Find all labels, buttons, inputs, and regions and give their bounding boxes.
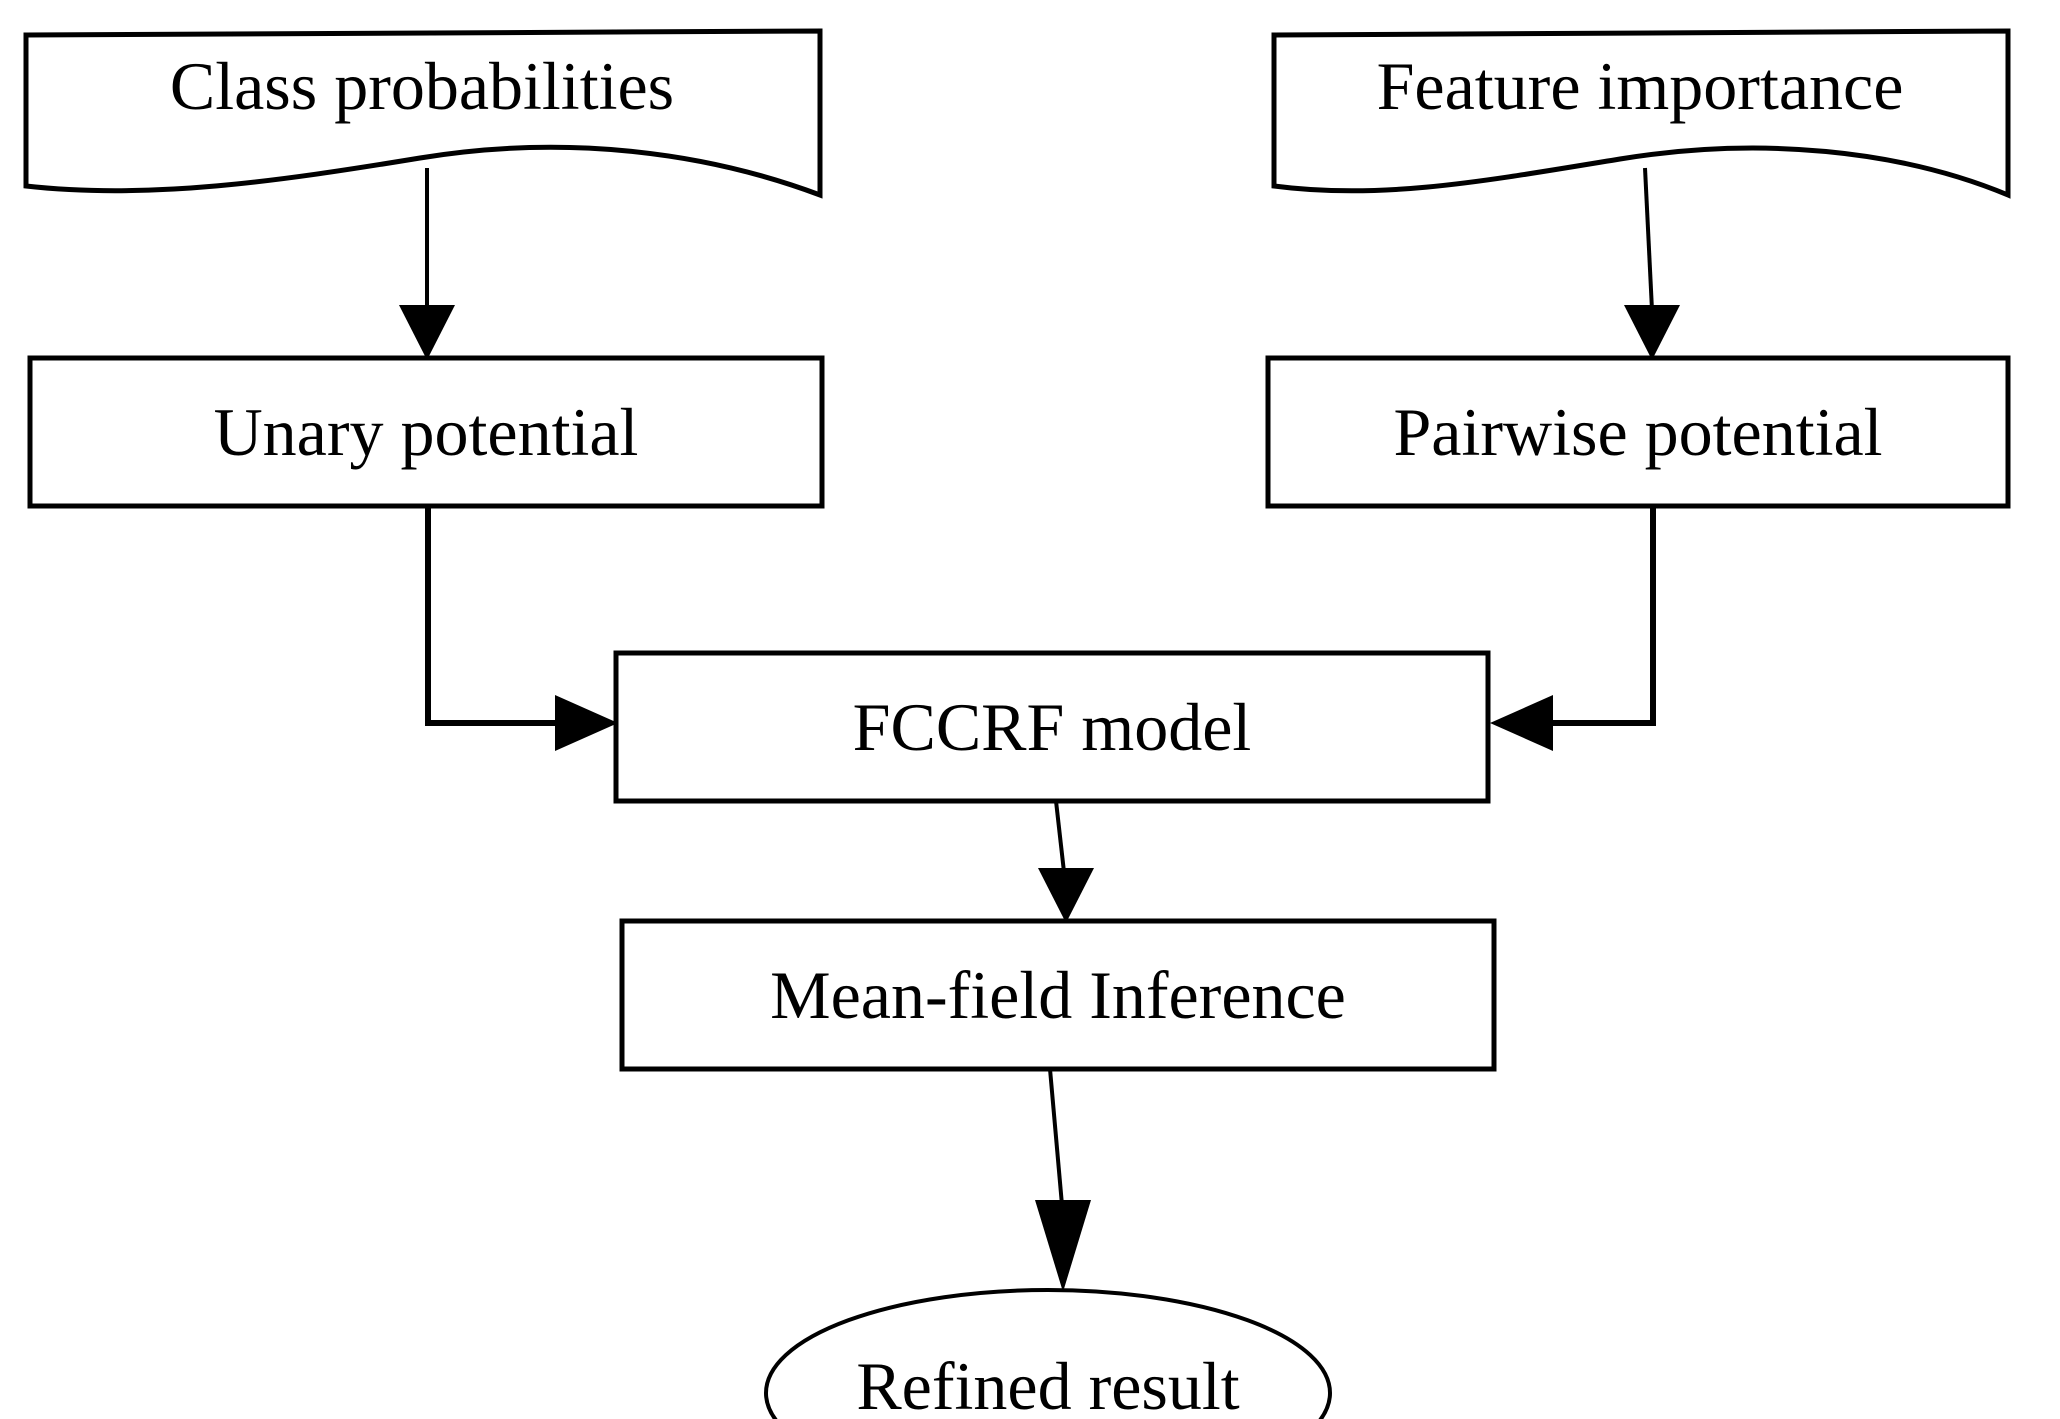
edge-pairwise-potential-to-fccrf-model (1490, 506, 1656, 751)
edge-class-probabilities-to-unary-potential (399, 168, 455, 360)
node-shape-unary-potential[interactable] (27, 355, 825, 509)
arrowhead-down-unary (399, 305, 455, 360)
arrowhead-down-refined (1035, 1200, 1091, 1292)
node-shape-refined-result[interactable] (764, 1288, 1332, 1419)
node-shape-feature-importance[interactable] (1271, 28, 2011, 199)
node-shape-fccrf-model[interactable] (613, 650, 1491, 804)
node-shape-pairwise-potential[interactable] (1265, 355, 2011, 509)
edge-mean-field-inference-to-refined-result (1035, 1068, 1091, 1292)
arrowhead-left-fccrf (1490, 695, 1553, 751)
arrowhead-right-fccrf (555, 695, 618, 751)
node-shape-class-probabilities[interactable] (23, 28, 823, 199)
arrowhead-down-pairwise (1624, 305, 1680, 360)
edge-unary-potential-to-fccrf-model (425, 506, 618, 751)
edge-fccrf-model-to-mean-field-inference (1038, 800, 1094, 923)
edge-feature-importance-to-pairwise-potential (1624, 167, 1680, 360)
node-shape-mean-field-inference[interactable] (619, 918, 1497, 1072)
arrowhead-down-meanfield (1038, 868, 1094, 923)
